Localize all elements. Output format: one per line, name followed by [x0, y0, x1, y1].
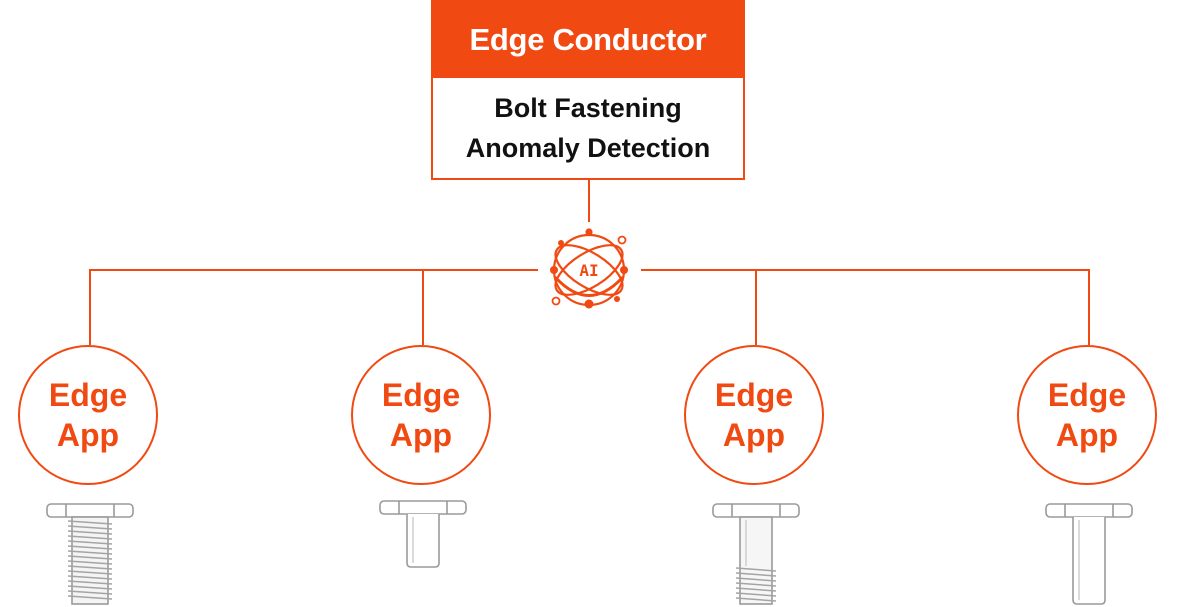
edge-app-line-2: App: [389, 417, 453, 453]
edge-conductor-box: Edge Conductor Bolt Fastening Anomaly De…: [431, 0, 745, 180]
task-line-1: Bolt Fastening: [494, 93, 682, 123]
short-unthreaded-bolt-icon: [379, 500, 467, 568]
partially-threaded-bolt-icon: [712, 503, 800, 605]
edge-app-1: Edge App: [18, 345, 158, 485]
edge-app-4: Edge App: [1017, 345, 1157, 485]
edge-app-2: Edge App: [351, 345, 491, 485]
long-unthreaded-bolt-icon: [1045, 503, 1133, 605]
task-line-2: Anomaly Detection: [465, 133, 711, 163]
edge-app-line-2: App: [1055, 417, 1119, 453]
edge-app-line-1: Edge: [714, 377, 794, 413]
edge-app-line-2: App: [56, 417, 120, 453]
edge-app-line-1: Edge: [48, 377, 128, 413]
edge-conductor-title: Edge Conductor: [433, 2, 743, 78]
edge-app-3: Edge App: [684, 345, 824, 485]
edge-app-line-1: Edge: [1047, 377, 1127, 413]
edge-app-line-2: App: [722, 417, 786, 453]
fully-threaded-bolt-icon: [46, 503, 134, 605]
ai-label: AI: [579, 261, 598, 280]
ai-atom-icon: AI: [550, 228, 628, 309]
edge-app-line-1: Edge: [381, 377, 461, 413]
edge-conductor-task: Bolt Fastening Anomaly Detection: [433, 78, 743, 178]
